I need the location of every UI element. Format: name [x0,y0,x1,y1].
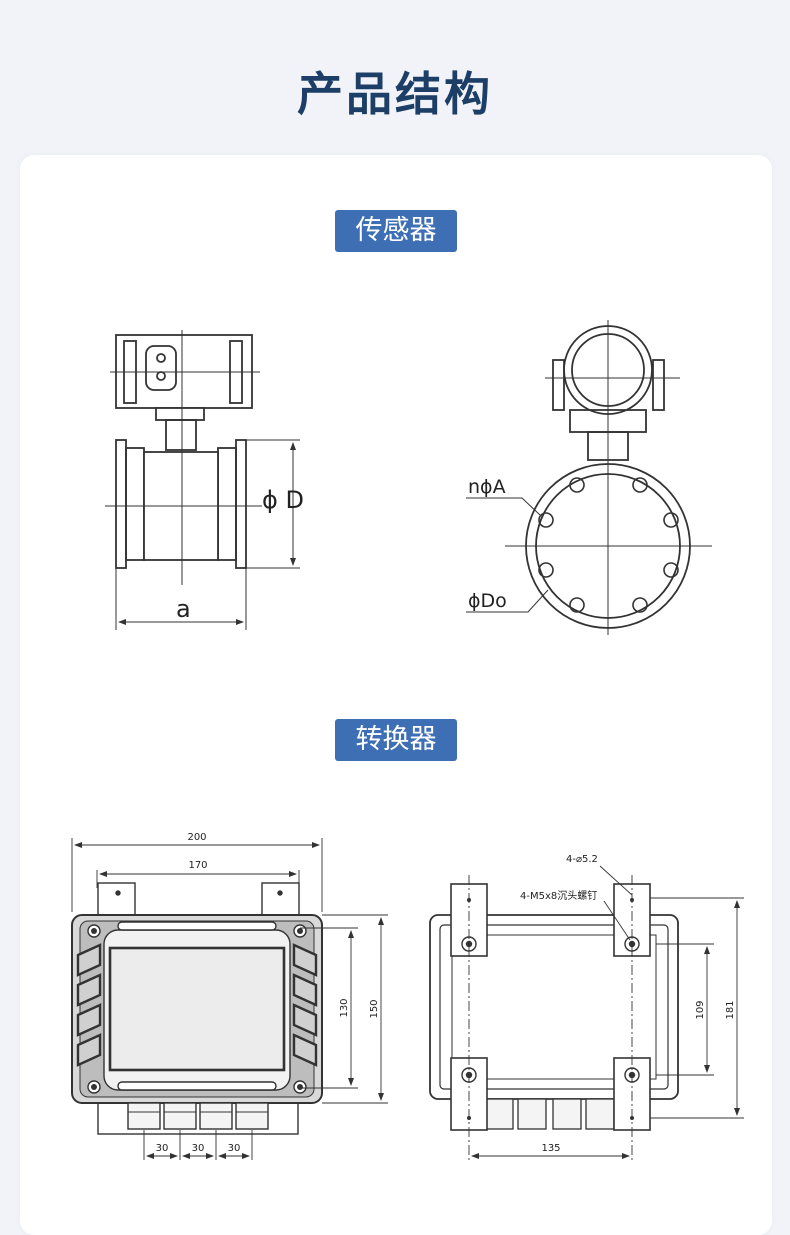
back-inner-height-dim: 109 [695,1000,706,1019]
back-outer-height-dim: 181 [725,1000,736,1019]
front-outer-height-dim: 150 [369,999,380,1018]
hole-spec-label: 4-⌀5.2 [566,854,598,865]
holes-nA-label: nϕA [468,476,506,498]
converter-back-view [429,865,744,1160]
gland-spacing-dim-1: 30 [156,1143,169,1154]
converter-front-view [71,838,388,1160]
front-inner-height-dim: 130 [339,998,350,1017]
front-mount-dim: 170 [188,860,207,871]
gland-spacing-dim-3: 30 [228,1143,241,1154]
outer-Do-label: ϕDo [468,590,507,612]
diameter-D-label: ϕ D [262,486,304,514]
screw-spec-label: 4-M5x8沉头螺钉 [520,889,597,902]
page-title: 产品结构 [297,67,493,121]
sensor-front-view [466,320,712,635]
gland-spacing-dim-2: 30 [192,1143,205,1154]
front-width-dim: 200 [187,832,206,843]
sensor-side-view [105,330,300,630]
sensor-section-badge: 传感器 [335,210,457,252]
converter-section-badge: 转换器 [335,719,457,761]
length-a-label: a [176,595,191,623]
back-width-dim: 135 [541,1143,560,1154]
